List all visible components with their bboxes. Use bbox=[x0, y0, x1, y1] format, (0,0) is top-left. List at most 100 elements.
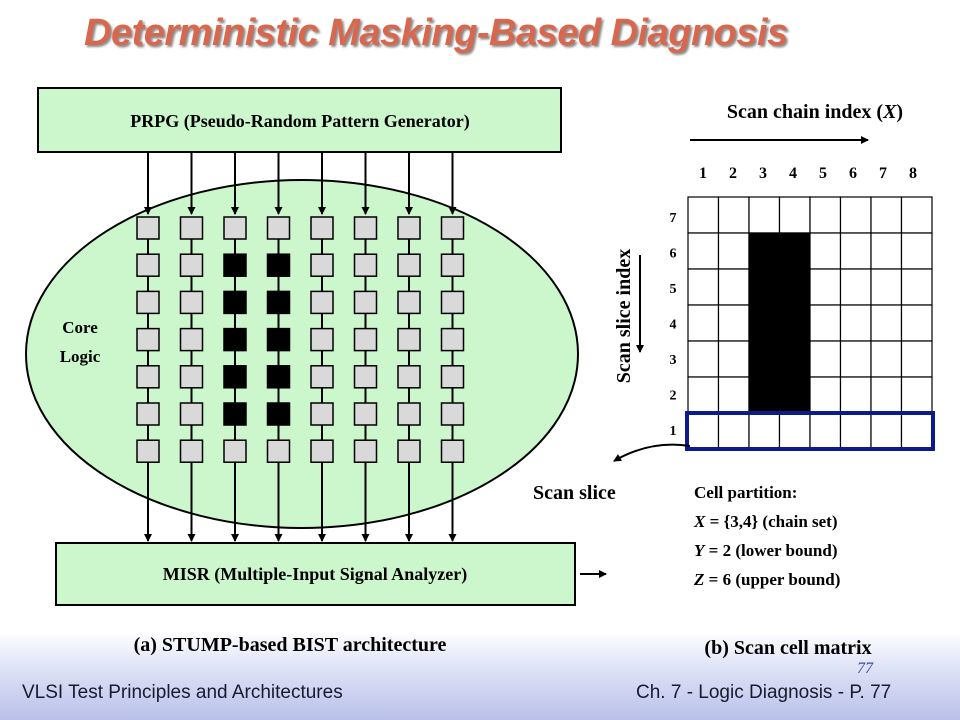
scan-cell bbox=[136, 253, 160, 277]
partition-z-var: Z bbox=[693, 570, 704, 589]
scan-cell bbox=[310, 327, 334, 352]
partition-z: Z = 6 (upper bound) bbox=[693, 570, 840, 589]
scan-slice-label: Scan slice bbox=[533, 482, 616, 504]
scan-cell bbox=[310, 402, 334, 426]
core-label-line1: Core bbox=[62, 318, 98, 337]
masked-scan-cell bbox=[223, 365, 247, 389]
matrix-cell bbox=[809, 412, 842, 450]
matrix-cell bbox=[900, 268, 933, 306]
y-tick-label: 6 bbox=[670, 247, 677, 262]
core-logic-region bbox=[25, 179, 579, 529]
matrix-cell bbox=[717, 232, 750, 270]
scan-cell bbox=[397, 365, 421, 389]
partition-x-text: = {3,4} (chain set) bbox=[705, 512, 837, 531]
scan-cell bbox=[136, 290, 160, 315]
x-axis-title-suffix: ) bbox=[896, 101, 903, 123]
masked-scan-cell bbox=[223, 290, 247, 315]
matrix-cell bbox=[900, 196, 933, 234]
matrix-cell bbox=[870, 340, 903, 378]
scan-cell bbox=[179, 290, 204, 315]
scan-chain-4 bbox=[266, 152, 291, 542]
scan-cell bbox=[179, 365, 204, 389]
scan-cell bbox=[136, 439, 160, 463]
masked-matrix-cell bbox=[748, 340, 781, 378]
scan-chain-5 bbox=[310, 152, 334, 542]
x-tick-label: 3 bbox=[759, 165, 767, 182]
x-axis-title-prefix: Scan chain index ( bbox=[727, 101, 883, 123]
partition-y: Y = 2 (lower bound) bbox=[694, 541, 838, 560]
prpg-label: PRPG (Pseudo-Random Pattern Generator) bbox=[130, 111, 469, 132]
footer-course-title: VLSI Test Principles and Architectures bbox=[22, 682, 343, 703]
matrix-cell bbox=[687, 340, 720, 378]
partition-y-var: Y bbox=[694, 541, 706, 560]
scan-cell bbox=[179, 402, 204, 426]
prpg-box bbox=[37, 87, 562, 153]
scan-cell bbox=[179, 216, 204, 240]
x-tick-label: 7 bbox=[879, 165, 887, 182]
scan-chain-3 bbox=[223, 152, 247, 542]
partition-heading: Cell partition: bbox=[694, 483, 797, 502]
masked-scan-cell bbox=[266, 290, 291, 315]
masked-matrix-cell bbox=[778, 232, 811, 270]
masked-matrix-cell bbox=[748, 232, 781, 270]
matrix-cell bbox=[870, 304, 903, 342]
matrix-cell bbox=[717, 304, 750, 342]
y-axis-title: Scan slice index bbox=[613, 249, 635, 383]
matrix-cell bbox=[900, 304, 933, 342]
matrix-cell bbox=[687, 376, 720, 414]
scan-cell bbox=[136, 402, 160, 426]
masked-scan-cell bbox=[223, 402, 247, 426]
x-tick-label: 6 bbox=[849, 165, 857, 182]
matrix-cell bbox=[778, 196, 811, 234]
scan-cell bbox=[179, 439, 204, 463]
masked-matrix-cell bbox=[748, 376, 781, 414]
masked-scan-cell bbox=[266, 365, 291, 389]
matrix-cell bbox=[809, 340, 842, 378]
y-tick-label: 1 bbox=[670, 424, 677, 439]
scan-chains bbox=[136, 152, 465, 542]
matrix-cell bbox=[839, 304, 872, 342]
y-tick-label: 2 bbox=[670, 389, 677, 404]
matrix-cell bbox=[839, 268, 872, 306]
scan-cell bbox=[440, 216, 465, 240]
matrix-cell bbox=[748, 196, 781, 234]
footer-band bbox=[0, 632, 960, 720]
matrix-cell bbox=[870, 376, 903, 414]
scan-cell bbox=[397, 290, 421, 315]
masked-scan-cell bbox=[266, 402, 291, 426]
scan-cell bbox=[310, 290, 334, 315]
matrix-cell bbox=[809, 196, 842, 234]
matrix-cell bbox=[870, 232, 903, 270]
scan-cell bbox=[266, 216, 291, 240]
scan-cell bbox=[353, 290, 378, 315]
scan-chain-6 bbox=[353, 152, 378, 542]
matrix-cell bbox=[717, 376, 750, 414]
scan-cell bbox=[310, 253, 334, 277]
scan-slice-pointer bbox=[613, 443, 691, 462]
matrix-cell bbox=[778, 412, 811, 450]
footer-chapter-page: Ch. 7 - Logic Diagnosis - P. 77 bbox=[636, 682, 892, 703]
matrix-cell bbox=[900, 376, 933, 414]
x-axis-title: Scan chain index (X) bbox=[727, 101, 903, 123]
masked-scan-cell bbox=[223, 327, 247, 352]
scan-cell bbox=[310, 439, 334, 463]
matrix-cell bbox=[687, 232, 720, 270]
matrix-cell bbox=[687, 304, 720, 342]
masked-matrix-cell bbox=[778, 340, 811, 378]
masked-matrix-cell bbox=[778, 376, 811, 414]
core-label-line2: Logic bbox=[60, 347, 101, 366]
scan-cell bbox=[353, 402, 378, 426]
scan-cell bbox=[310, 365, 334, 389]
masked-matrix-cell bbox=[748, 304, 781, 342]
scan-cell bbox=[397, 439, 421, 463]
matrix-cell bbox=[809, 304, 842, 342]
scan-cell bbox=[179, 327, 204, 352]
scan-cell bbox=[397, 402, 421, 426]
scan-cell bbox=[353, 253, 378, 277]
misr-box bbox=[55, 542, 576, 606]
matrix-cell bbox=[839, 196, 872, 234]
masked-scan-cell bbox=[266, 327, 291, 352]
scan-cell bbox=[223, 216, 247, 240]
scan-cell bbox=[440, 402, 465, 426]
